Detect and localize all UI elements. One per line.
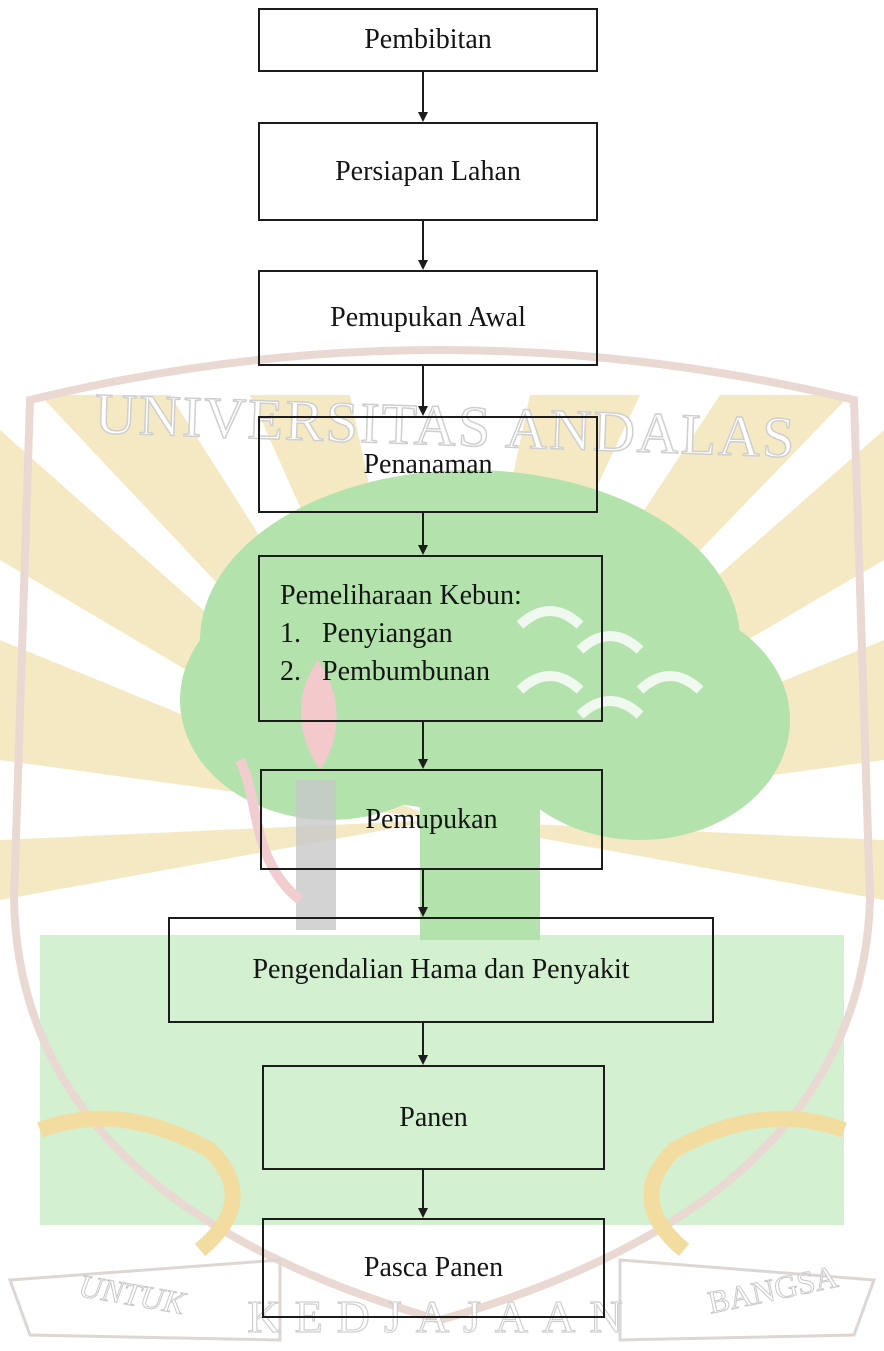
banner-ornament xyxy=(7,1110,877,1342)
list-item-text: Pembumbunan xyxy=(322,656,490,687)
step-persiapan-lahan: Persiapan Lahan xyxy=(258,122,598,221)
step-pemupukan-awal: Pemupukan Awal xyxy=(258,270,598,366)
list-item: 1. Penyiangan xyxy=(280,615,453,653)
list-item-number: 1. xyxy=(280,618,301,649)
step-pengendalian-hama: Pengendalian Hama dan Penyakit xyxy=(168,917,714,1023)
step-pemupukan-awal-label: Pemupukan Awal xyxy=(330,302,526,333)
list-item-number: 2. xyxy=(280,656,301,687)
step-pemeliharaan-kebun: Pemeliharaan Kebun: 1. Penyiangan 2. Pembu… xyxy=(258,555,603,722)
step-penanaman-label: Penanaman xyxy=(363,448,493,480)
shield-outline xyxy=(9,346,875,1325)
step-pembibitan: Pembibitan xyxy=(258,8,598,72)
step-pasca-panen: Pasca Panen xyxy=(262,1218,605,1318)
list-item-text: Penyiangan xyxy=(322,618,453,649)
step-pengendalian-hama-label: Pengendalian Hama dan Penyakit xyxy=(252,954,630,985)
step-pemupukan-label: Pemupukan xyxy=(365,803,498,835)
list-item: 2. Pembumbunan xyxy=(280,653,490,691)
watermark-university-name: UNIVERSITAS ANDALAS xyxy=(94,381,798,470)
step-panen-label: Panen xyxy=(399,1101,468,1133)
step-persiapan-lahan-label: Persiapan Lahan xyxy=(335,155,521,187)
step-pasca-panen-label: Pasca Panen xyxy=(363,1252,504,1283)
step-panen: Panen xyxy=(262,1065,605,1170)
green-field xyxy=(40,935,844,1225)
step-pemeliharaan-title: Pemeliharaan Kebun: xyxy=(280,580,522,611)
step-penanaman: Penanaman xyxy=(258,416,598,513)
step-pembibitan-label: Pembibitan xyxy=(364,24,492,55)
torch-icon xyxy=(235,660,337,930)
step-pemupukan: Pemupukan xyxy=(260,769,603,870)
